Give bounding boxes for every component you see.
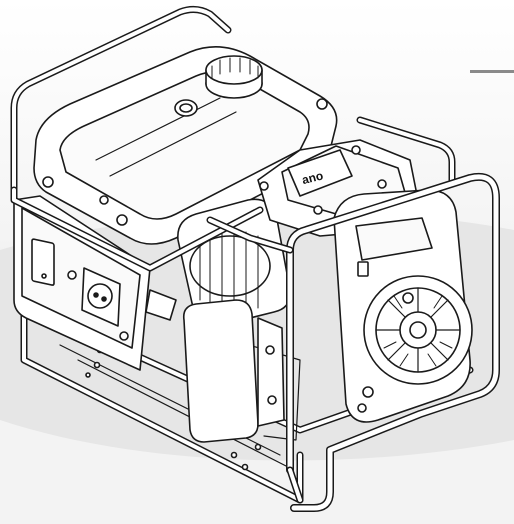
- accent-line: [470, 70, 514, 73]
- power-outlet-icon: [81, 267, 121, 327]
- engine-block: ano: [257, 139, 421, 237]
- control-panel: [13, 195, 151, 371]
- air-filter-cover: [287, 149, 353, 197]
- fuel-cap-icon: [205, 55, 263, 99]
- fuel-tank: [33, 46, 338, 245]
- power-switch-icon: [31, 238, 55, 286]
- frame-back: [10, 5, 456, 194]
- frame-front: [10, 173, 500, 512]
- choke-switch-icon: [357, 261, 369, 277]
- recoil-starter-housing: [333, 189, 473, 423]
- air-filter-label: ano: [300, 168, 324, 187]
- fuel-gauge-icon: [174, 99, 198, 117]
- starter-label-plate: [355, 217, 433, 261]
- front-cover: [182, 299, 285, 443]
- recoil-fan-icon: [363, 275, 473, 385]
